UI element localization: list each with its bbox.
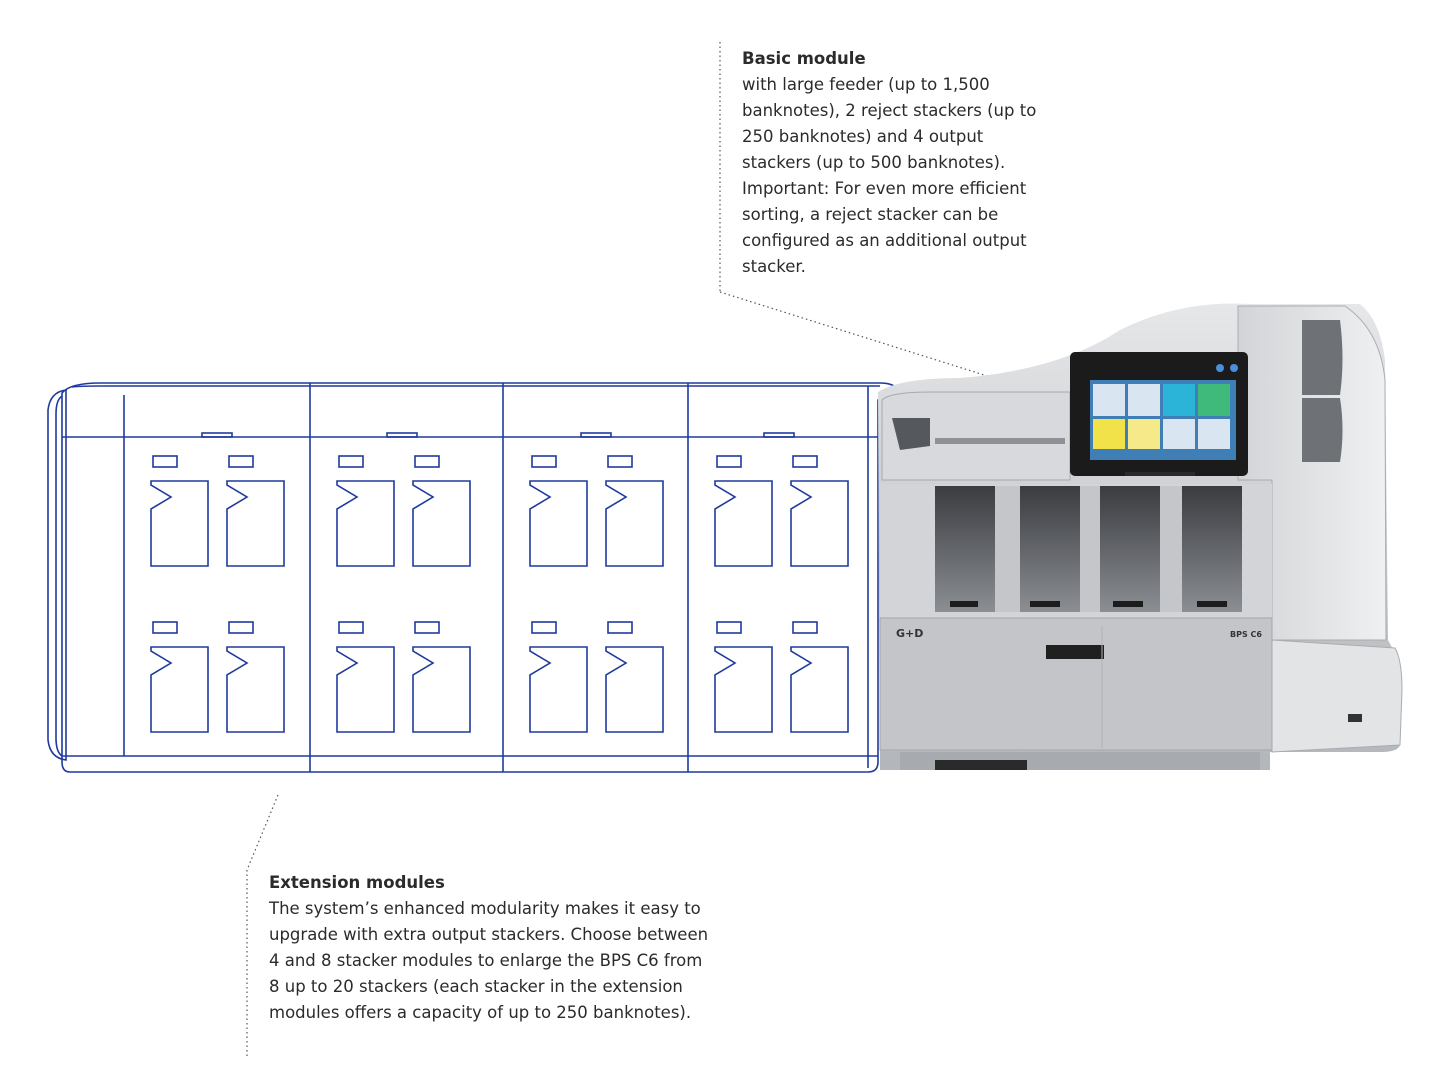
stacker-label-slot: [338, 455, 364, 468]
stacker-pocket: [226, 646, 285, 733]
stacker-pocket: [605, 480, 664, 567]
stacker-pocket: [714, 646, 773, 733]
stacker-label-slot: [607, 455, 633, 468]
model-label: BPS C6: [1230, 630, 1262, 639]
extension-stacker-pockets: [150, 455, 849, 733]
stacker-label-slot: [338, 621, 364, 634]
output-stackers: [880, 484, 1272, 624]
basic-module-title: Basic module: [742, 49, 866, 68]
stacker-pocket: [336, 646, 395, 733]
basic-module-machine: [878, 303, 1403, 770]
stacker-label-slot: [531, 455, 557, 468]
stacker-pocket: [150, 646, 209, 733]
stacker-label-slot: [792, 455, 818, 468]
basic-module-leader-line: [719, 42, 1001, 381]
stacker-pocket: [150, 480, 209, 567]
stacker-label-slot: [414, 621, 440, 634]
stacker-pocket: [336, 480, 395, 567]
touch-screen: [1070, 352, 1248, 476]
stacker-pocket: [412, 646, 471, 733]
stacker-label-slot: [152, 621, 178, 634]
stacker-label-slot: [716, 621, 742, 634]
brand-logo: G+D: [896, 627, 923, 640]
stacker-pocket: [714, 480, 773, 567]
stacker-pocket: [529, 646, 588, 733]
stacker-pocket: [790, 480, 849, 567]
stacker-pocket: [529, 480, 588, 567]
stacker-label-slot: [228, 455, 254, 468]
stacker-label-slot: [531, 621, 557, 634]
stacker-label-slot: [414, 455, 440, 468]
extension-modules-leader-line: [246, 794, 279, 1058]
stacker-pocket: [226, 480, 285, 567]
stacker-label-slot: [152, 455, 178, 468]
stacker-pocket: [605, 646, 664, 733]
extension-modules-title: Extension modules: [269, 873, 445, 892]
stacker-pocket: [790, 646, 849, 733]
basic-module-description: with large feeder (up to 1,500 banknotes…: [742, 75, 1037, 276]
stacker-label-slot: [228, 621, 254, 634]
extension-modules-callout: Extension modules The system’s enhanced …: [269, 870, 709, 1026]
basic-module-callout: Basic module with large feeder (up to 1,…: [742, 46, 1042, 280]
stacker-label-slot: [607, 621, 633, 634]
extension-modules-description: The system’s enhanced modularity makes i…: [269, 899, 709, 1022]
stacker-pocket: [412, 480, 471, 567]
stacker-label-slot: [792, 621, 818, 634]
stacker-label-slot: [716, 455, 742, 468]
